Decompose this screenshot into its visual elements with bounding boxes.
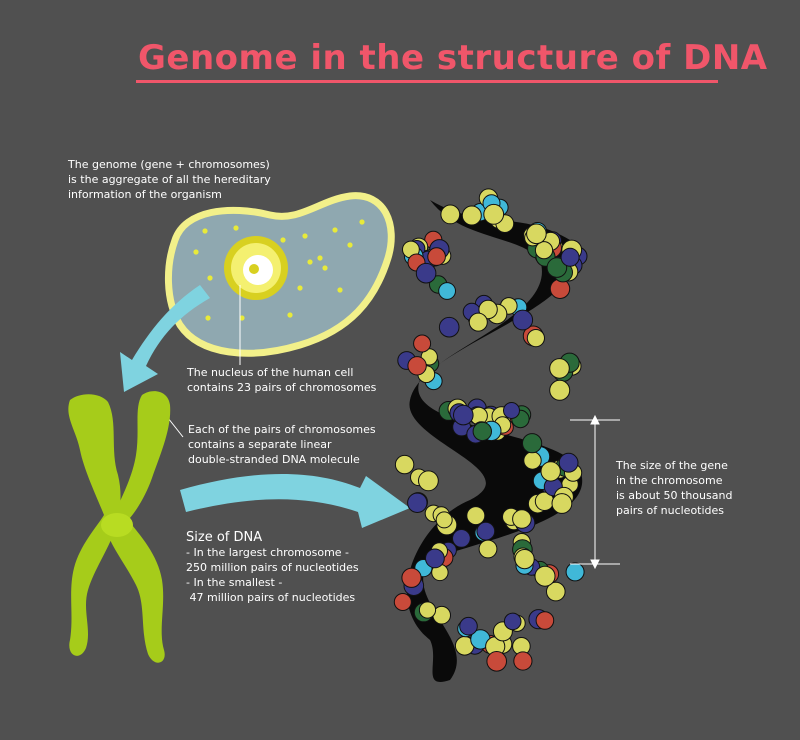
nucleotide-bead: [415, 262, 437, 284]
nucleotide-bead: [425, 548, 445, 569]
nucleotide-bead: [503, 402, 520, 419]
nucleotide-bead: [526, 223, 547, 245]
cell-granules: [185, 219, 365, 321]
nucleotide-bead: [468, 312, 488, 332]
pairs-note-line: Each of the pairs of chromosomes: [188, 423, 376, 436]
gene-size-note: The size of the gene in the chromosome i…: [616, 458, 732, 518]
bracket-icon: [570, 414, 620, 570]
nucleotide-bead: [558, 452, 579, 473]
gene-size-line: in the chromosome: [616, 474, 723, 487]
nucleotide-bead: [478, 299, 498, 320]
diagram-title: Genome in the structure of DNA: [138, 38, 768, 78]
nucleotide-bead: [453, 404, 474, 426]
genome-note-line: The genome (gene + chromosomes): [68, 158, 270, 171]
nucleotide-bead: [435, 511, 453, 529]
nucleotide-bead: [551, 493, 573, 514]
dna-size-line: - In the largest chromosome -: [186, 546, 350, 559]
genome-note: The genome (gene + chromosomes) is the a…: [68, 157, 271, 202]
nucleotide-bead: [565, 562, 585, 582]
nucleotide-bead: [407, 356, 427, 376]
nucleus-icon: [224, 236, 288, 300]
nucleotide-bead: [526, 329, 546, 348]
nucleotide-bead: [418, 470, 439, 492]
gene-size-line: is about 50 thousand: [616, 489, 733, 502]
nucleotide-bead: [534, 565, 556, 587]
nucleotide-bead: [513, 651, 533, 671]
nucleus-note-line: contains 23 pairs of chromosomes: [187, 381, 377, 394]
nucleotide-bead: [503, 612, 522, 631]
nucleotide-bead: [549, 278, 571, 299]
gene-size-line: The size of the gene: [616, 459, 728, 472]
nucleotide-bead: [476, 521, 496, 541]
nucleotide-bead: [393, 593, 412, 611]
dna-size-line: 47 million pairs of nucleotides: [186, 591, 356, 604]
nucleotide-bead: [534, 241, 554, 260]
genome-note-line: information of the organism: [68, 188, 222, 201]
nucleotide-bead: [549, 379, 571, 401]
nucleotide-bead: [483, 203, 505, 225]
pairs-note: Each of the pairs of chromosomes contain…: [188, 422, 376, 467]
nucleotide-bead: [452, 529, 471, 548]
nucleus-note: The nucleus of the human cell contains 2…: [187, 365, 376, 395]
nucleotide-bead: [512, 309, 534, 331]
pairs-note-line: double-stranded DNA molecule: [188, 453, 360, 466]
nucleotide-bead: [512, 509, 532, 529]
nucleotide-bead: [523, 451, 542, 470]
nucleotide-bead: [472, 421, 492, 442]
nucleotide-bead: [522, 433, 543, 454]
nucleotide-bead: [540, 461, 561, 482]
nucleotide-bead: [486, 651, 508, 672]
nucleotide-bead: [438, 316, 460, 338]
nucleus-note-line: The nucleus of the human cell: [187, 366, 354, 379]
title-underline: [136, 80, 718, 83]
arrow-icon: [120, 285, 210, 392]
nucleotide-bead: [427, 247, 446, 266]
nucleotide-bead: [438, 282, 457, 300]
nucleotide-bead: [549, 358, 570, 379]
pairs-note-line: contains a separate linear: [188, 438, 332, 451]
nucleotide-bead: [440, 204, 461, 225]
dna-size-heading: Size of DNA: [186, 530, 263, 545]
nucleotide-bead: [418, 601, 437, 619]
chromosome-pointer-line: [167, 417, 184, 438]
genome-note-line: is the aggregate of all the hereditary: [68, 173, 271, 186]
nucleotide-bead: [413, 334, 432, 353]
chromosome-icon: [68, 391, 171, 663]
dna-helix-icon: [393, 188, 588, 682]
nucleotide-bead: [466, 506, 486, 526]
nucleotide-bead: [407, 492, 428, 513]
nucleotide-bead: [546, 581, 566, 602]
nucleotide-bead: [560, 247, 580, 267]
nucleotide-bead: [535, 611, 555, 630]
nucleotide-bead: [461, 205, 482, 226]
dna-shadow: [407, 200, 583, 682]
dna-size-line: - In the smallest -: [186, 576, 283, 589]
nucleotide-bead: [546, 257, 568, 278]
nucleotide-bead: [478, 539, 498, 559]
cell-icon: [165, 192, 395, 357]
arrow-icon: [180, 473, 410, 528]
nucleotide-bead: [514, 549, 535, 570]
gene-size-line: pairs of nucleotides: [616, 504, 725, 517]
nucleotide-bead: [459, 616, 478, 636]
dna-size-line: 250 million pairs of nucleotides: [186, 561, 359, 574]
nucleotide-bead: [394, 454, 415, 475]
dna-size-note: Size of DNA - In the largest chromosome …: [186, 530, 359, 605]
nucleotide-bead: [401, 567, 422, 588]
